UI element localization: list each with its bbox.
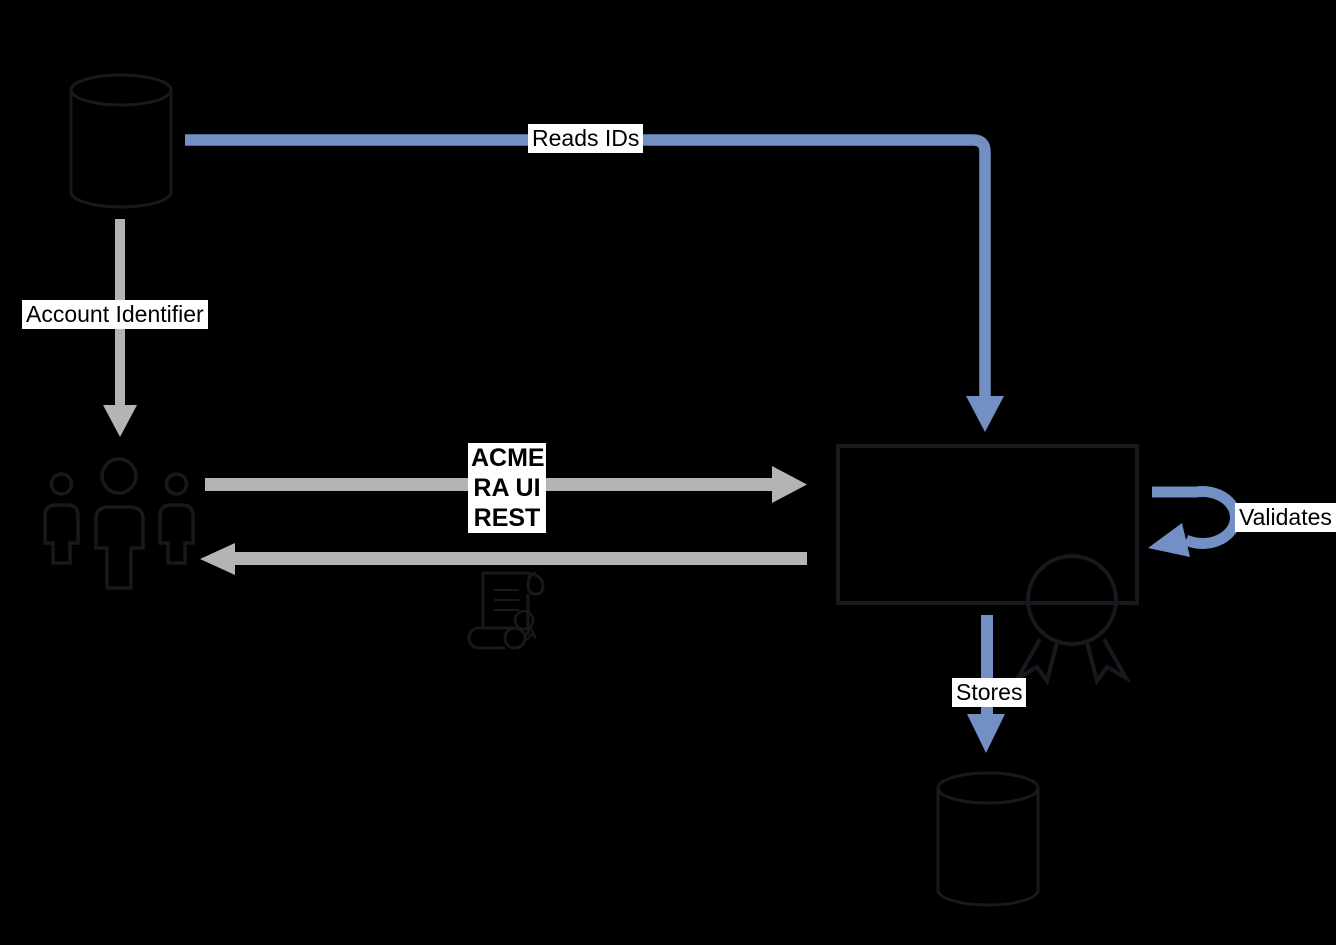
validates-loop-arrow [1148,486,1241,557]
user-group-icon [43,457,195,590]
database-cylinder-icon [936,771,1040,907]
reads-ids-label: Reads IDs [528,124,644,153]
acme-label-line: REST [473,504,541,532]
response-arrow [200,543,807,575]
acme-ra-ui-rest-label: ACME RA UI REST [468,443,546,533]
database-cylinder-icon [69,73,173,209]
acme-label-line: ACME [471,444,545,472]
award-seal-icon [1012,554,1132,686]
acme-label-line: RA UI [473,474,541,502]
stores-label: Stores [952,678,1027,707]
validates-label: Validates [1235,503,1336,532]
account-identifier-label: Account Identifier [22,300,208,329]
ra-server-box [836,444,1139,605]
reads-ids-arrow [185,134,1004,432]
certificate-scroll-icon [467,571,545,650]
